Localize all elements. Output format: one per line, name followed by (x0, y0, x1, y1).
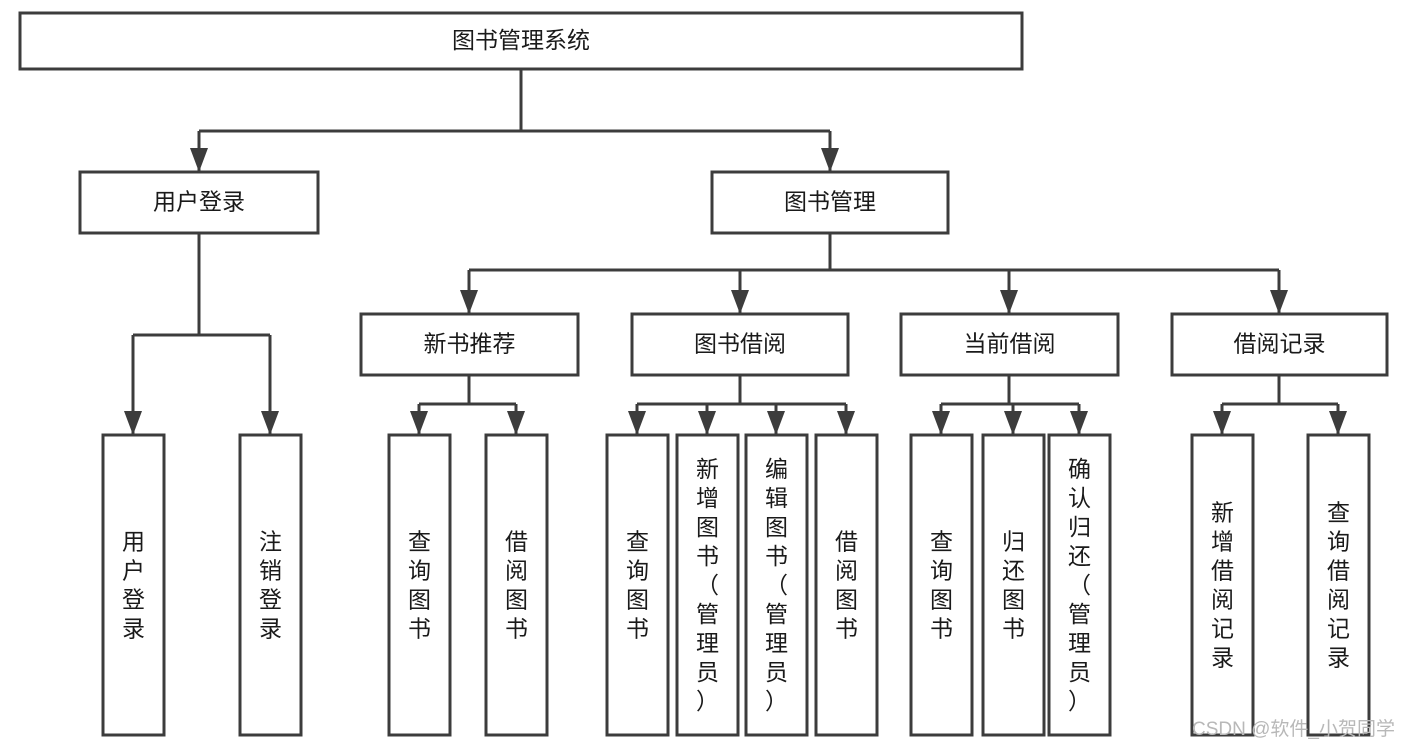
csdn-watermark: CSDN @软件_小贺同学 (1192, 718, 1395, 740)
node-label-leaf-confirm-return: 确认归还（管理员） (1068, 456, 1091, 714)
nodes-layer: 图书管理系统用户登录图书管理新书推荐图书借阅当前借阅借阅记录用户登录注销登录查询… (18, 11, 1389, 737)
node-leaf-edit-book[interactable]: 编辑图书（管理员） (744, 433, 809, 737)
node-box-leaf-borrow-book-2[interactable] (814, 433, 879, 737)
node-label-leaf-query-book-3: 查询图书 (930, 529, 953, 642)
node-label-user-login: 用户登录 (153, 189, 245, 215)
node-label-leaf-borrow-book-2: 借阅图书 (835, 529, 858, 642)
node-label-leaf-query-book-1: 查询图书 (408, 529, 431, 642)
connector-bookmanage-to-level3 (460, 233, 1288, 314)
node-label-current-borrow: 当前借阅 (964, 331, 1056, 357)
node-leaf-query-book-1[interactable]: 查询图书 (387, 433, 452, 737)
connector-currentborrow-to-leaves (932, 375, 1088, 435)
node-leaf-borrow-book-1[interactable]: 借阅图书 (484, 433, 549, 737)
node-leaf-add-record[interactable]: 新增借阅记录 (1190, 433, 1255, 737)
node-label-leaf-query-record: 查询借阅记录 (1327, 500, 1350, 671)
node-leaf-user-logout[interactable]: 注销登录 (238, 433, 303, 737)
node-label-root: 图书管理系统 (452, 27, 590, 53)
node-leaf-query-book-3[interactable]: 查询图书 (909, 433, 974, 737)
node-label-leaf-user-logout: 注销登录 (259, 529, 282, 642)
node-leaf-borrow-book-2[interactable]: 借阅图书 (814, 433, 879, 737)
node-leaf-query-record[interactable]: 查询借阅记录 (1306, 433, 1371, 737)
node-current-borrow[interactable]: 当前借阅 (899, 312, 1120, 377)
node-label-leaf-edit-book: 编辑图书（管理员） (765, 456, 788, 714)
node-box-book-manage[interactable] (710, 170, 950, 235)
node-label-new-book-rec: 新书推荐 (424, 331, 516, 357)
node-box-leaf-borrow-book-1[interactable] (484, 433, 549, 737)
node-box-leaf-edit-book[interactable] (744, 433, 809, 737)
node-borrow-record[interactable]: 借阅记录 (1170, 312, 1389, 377)
node-label-leaf-query-book-2: 查询图书 (626, 529, 649, 642)
connector-userlogin-to-leaves (124, 233, 279, 435)
node-leaf-user-login[interactable]: 用户登录 (101, 433, 166, 737)
node-leaf-return-book[interactable]: 归还图书 (981, 433, 1046, 737)
node-label-leaf-return-book: 归还图书 (1002, 529, 1025, 642)
node-label-book-borrow: 图书借阅 (694, 331, 786, 357)
node-box-root[interactable] (18, 11, 1024, 71)
node-label-leaf-add-book: 新增图书（管理员） (696, 456, 719, 714)
node-leaf-query-book-2[interactable]: 查询图书 (605, 433, 670, 737)
node-root[interactable]: 图书管理系统 (18, 11, 1024, 71)
node-label-leaf-add-record: 新增借阅记录 (1211, 500, 1234, 671)
node-box-leaf-query-book-3[interactable] (909, 433, 974, 737)
node-box-user-login[interactable] (78, 170, 320, 235)
node-label-leaf-borrow-book-1: 借阅图书 (505, 529, 528, 642)
node-box-leaf-query-book-2[interactable] (605, 433, 670, 737)
node-label-borrow-record: 借阅记录 (1234, 331, 1326, 357)
node-box-current-borrow[interactable] (899, 312, 1120, 377)
node-box-leaf-query-record[interactable] (1306, 433, 1371, 737)
node-new-book-rec[interactable]: 新书推荐 (359, 312, 580, 377)
node-label-book-manage: 图书管理 (784, 189, 876, 215)
node-box-book-borrow[interactable] (630, 312, 850, 377)
connector-bookborrow-to-leaves (628, 375, 855, 435)
node-box-leaf-add-book[interactable] (675, 433, 740, 737)
connector-newbook-to-leaves (410, 375, 525, 435)
node-book-borrow[interactable]: 图书借阅 (630, 312, 850, 377)
node-book-manage[interactable]: 图书管理 (710, 170, 950, 235)
node-box-leaf-add-record[interactable] (1190, 433, 1255, 737)
node-box-borrow-record[interactable] (1170, 312, 1389, 377)
node-box-leaf-query-book-1[interactable] (387, 433, 452, 737)
node-box-leaf-confirm-return[interactable] (1047, 433, 1112, 737)
connector-root-to-level2 (190, 69, 839, 172)
node-user-login[interactable]: 用户登录 (78, 170, 320, 235)
node-leaf-confirm-return[interactable]: 确认归还（管理员） (1047, 433, 1112, 737)
node-box-leaf-return-book[interactable] (981, 433, 1046, 737)
node-box-leaf-user-login[interactable] (101, 433, 166, 737)
node-label-leaf-user-login: 用户登录 (122, 529, 145, 642)
node-box-leaf-user-logout[interactable] (238, 433, 303, 737)
node-leaf-add-book[interactable]: 新增图书（管理员） (675, 433, 740, 737)
connectors-layer (124, 69, 1347, 435)
connector-borrowrecord-to-leaves (1213, 375, 1347, 435)
node-box-new-book-rec[interactable] (359, 312, 580, 377)
